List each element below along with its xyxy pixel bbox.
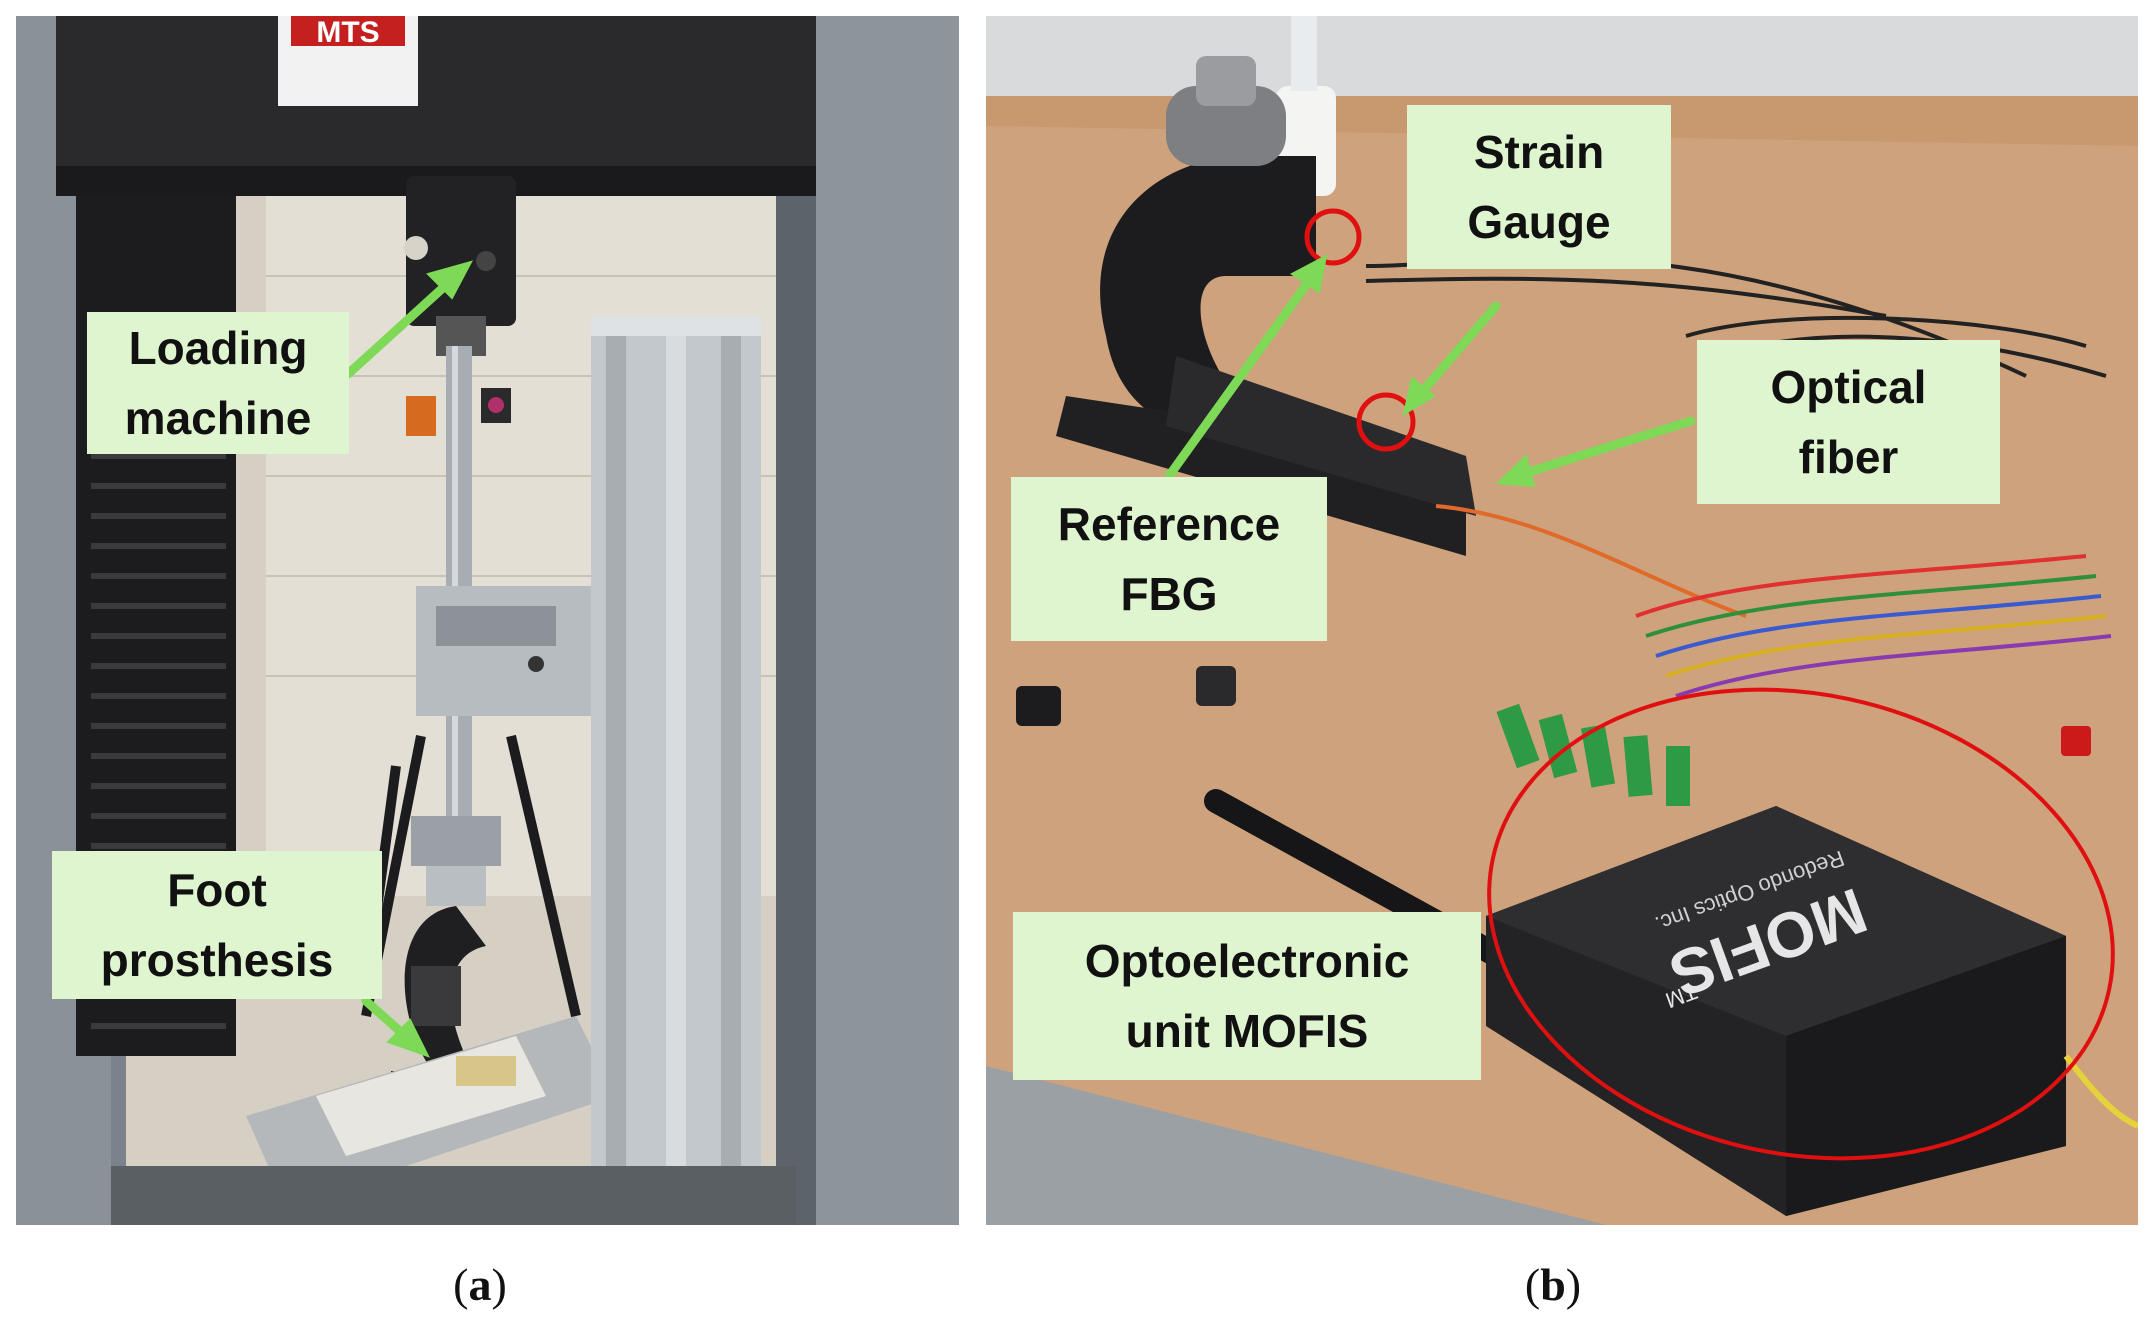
caption-b-letter: b xyxy=(1540,1259,1566,1310)
caption-b-close: ) xyxy=(1565,1259,1582,1310)
loading-machine-arrow xyxy=(343,271,461,379)
label-optical-fiber-line2: fiber xyxy=(1798,431,1899,483)
label-foot-prosthesis-line1: Foot xyxy=(167,864,267,916)
caption-a-close: ) xyxy=(491,1259,507,1310)
foot-prosthesis-arrowhead xyxy=(386,1018,430,1058)
label-foot-prosthesis-line2: prosthesis xyxy=(100,934,334,986)
label-strain-gauge: Strain Gauge xyxy=(1407,105,1671,269)
label-loading-machine-line2: machine xyxy=(124,392,312,444)
caption-panel-a: (a) xyxy=(380,1258,580,1311)
label-strain-gauge-line1: Strain xyxy=(1473,126,1605,178)
optical-fiber-arrowhead xyxy=(1495,454,1536,488)
loading-machine-photo: MTS xyxy=(16,16,959,1225)
photo-panel-a: MTS xyxy=(16,16,959,1225)
mofis-unit-ellipse xyxy=(1487,687,2115,1161)
caption-a-open: ( xyxy=(453,1259,469,1310)
label-loading-machine-line1: Loading xyxy=(128,322,308,374)
label-reference-fbg-line1: Reference xyxy=(1057,498,1281,550)
strain-gauge-arrowhead xyxy=(1402,376,1436,417)
label-loading-machine: Loading machine xyxy=(87,312,349,454)
label-reference-fbg-line2: FBG xyxy=(1120,568,1218,620)
loading-machine-arrowhead xyxy=(426,260,473,300)
label-optoelectronic-unit-line1: Optoelectronic xyxy=(1084,935,1410,987)
reference-fbg-arrowhead xyxy=(1290,254,1328,294)
mts-logo-text: MTS xyxy=(316,16,379,49)
optical-fiber-arrow xyxy=(1511,416,1696,481)
label-optoelectronic-unit: Optoelectronic unit MOFIS xyxy=(1013,912,1481,1080)
label-reference-fbg: Reference FBG xyxy=(1011,477,1327,641)
annotation-layer-b xyxy=(1164,208,2115,1161)
caption-a-letter: a xyxy=(468,1259,492,1310)
strain-gauge-arrow xyxy=(1411,301,1501,404)
label-foot-prosthesis: Foot prosthesis xyxy=(52,851,382,999)
label-optoelectronic-unit-line2: unit MOFIS xyxy=(1125,1005,1369,1057)
reference-fbg-arrow xyxy=(1164,269,1319,481)
label-optical-fiber: Optical fiber xyxy=(1697,340,2000,504)
caption-panel-b: (b) xyxy=(1453,1258,1653,1311)
caption-b-open: ( xyxy=(1524,1259,1541,1310)
label-strain-gauge-line2: Gauge xyxy=(1467,196,1611,248)
arrow-layer-a xyxy=(343,260,473,1058)
photo-panel-b: MOFIS TM Redondo Optics Inc. Strain Gaug… xyxy=(986,16,2138,1225)
reference-fbg-circle xyxy=(1304,208,1362,266)
label-optical-fiber-line1: Optical xyxy=(1770,361,1927,413)
strain-gauge-circle xyxy=(1356,392,1416,452)
